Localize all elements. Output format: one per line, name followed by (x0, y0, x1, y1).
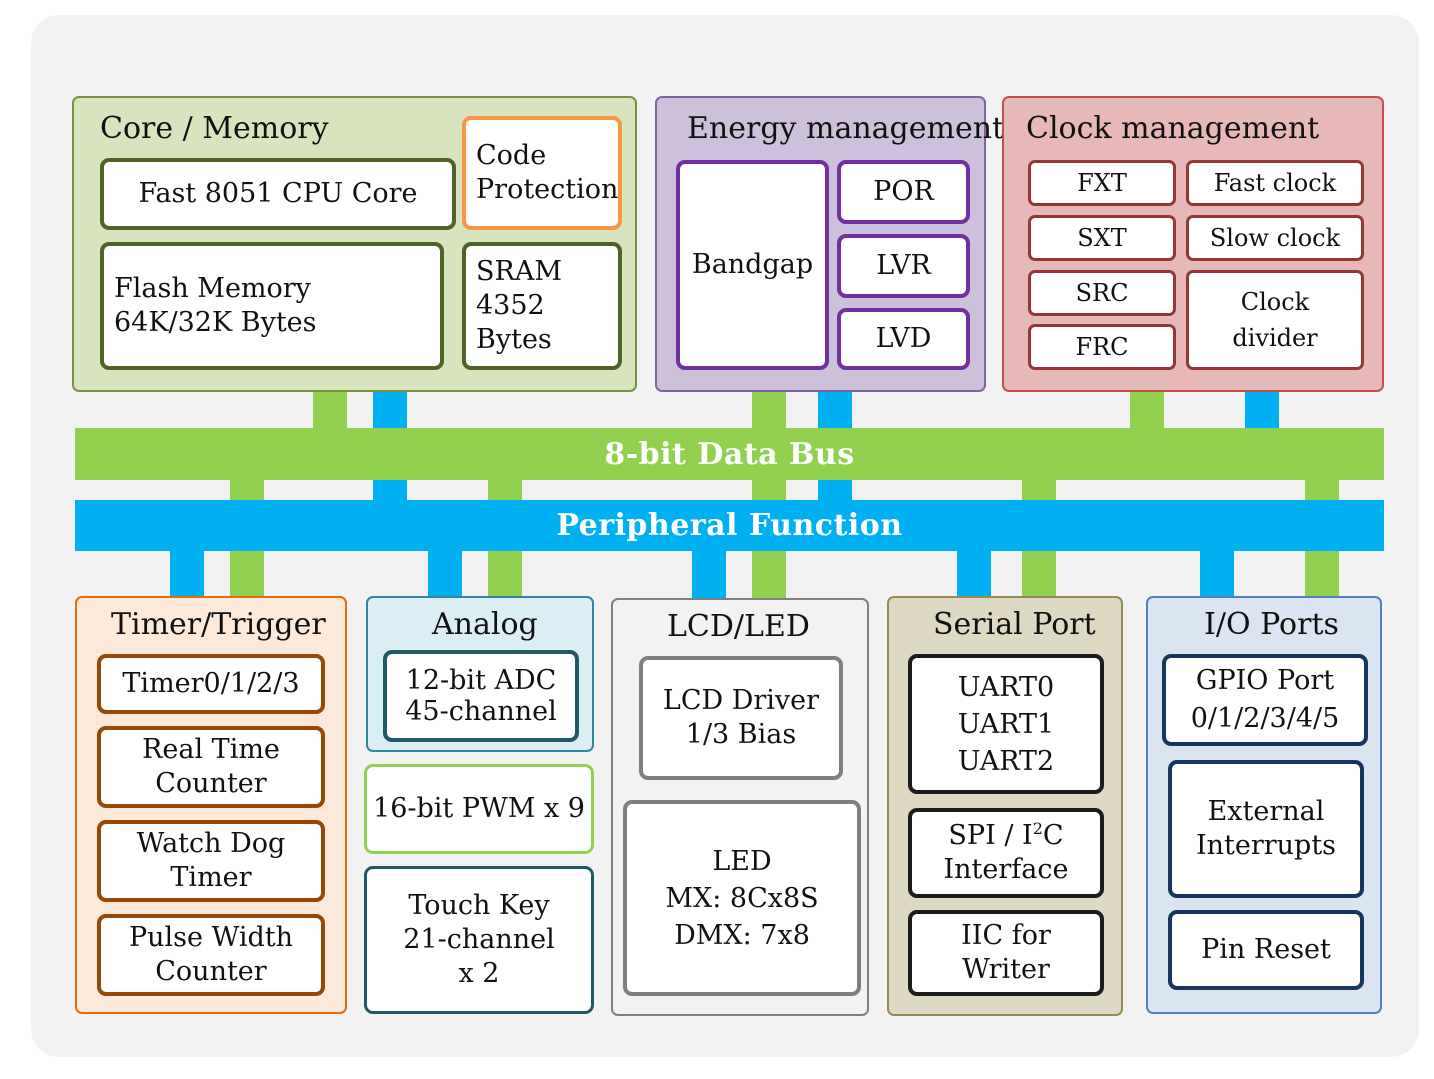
code-protection-box: Code Protection (462, 116, 622, 230)
adc-box: 12-bit ADC 45-channel (383, 650, 579, 742)
src-box: SRC (1028, 270, 1176, 316)
bandgap-box: Bandgap (676, 160, 829, 370)
timer-panel: Timer/Trigger Timer0/1/2/3 Real Time Cou… (75, 596, 347, 1014)
connector (1305, 548, 1339, 598)
data-bus: 8-bit Data Bus (75, 428, 1384, 480)
connector (1022, 478, 1056, 503)
clock-divider-box: Clock divider (1186, 270, 1364, 370)
lvd-box: LVD (837, 308, 970, 370)
connector (488, 478, 522, 503)
connector (752, 478, 786, 503)
sram-box: SRAM 4352 Bytes (462, 242, 622, 370)
connector (1200, 548, 1234, 598)
connector (1130, 390, 1164, 430)
gpio-box: GPIO Port 0/1/2/3/4/5 (1162, 654, 1368, 746)
led-box: LED MX: 8Cx8S DMX: 7x8 (623, 800, 861, 996)
iic-writer-box: IIC for Writer (908, 910, 1104, 996)
pwm-box: 16-bit PWM x 9 (364, 764, 594, 854)
panel-title: Analog (432, 607, 538, 642)
connector (957, 548, 991, 598)
energy-panel: Energy management Bandgap POR LVR LVD (655, 96, 1004, 392)
io-panel: I/O Ports GPIO Port 0/1/2/3/4/5 External… (1146, 596, 1382, 1014)
serial-panel: Serial Port UART0 UART1 UART2 SPI / I2C … (887, 596, 1123, 1016)
pin-reset-box: Pin Reset (1168, 910, 1364, 990)
frc-box: FRC (1028, 324, 1176, 370)
external-interrupts-box: External Interrupts (1168, 760, 1364, 898)
slow-clock-box: Slow clock (1186, 215, 1364, 261)
timer-box: Timer0/1/2/3 (97, 654, 325, 714)
connector (1022, 548, 1056, 598)
lcd-driver-box: LCD Driver 1/3 Bias (639, 656, 843, 780)
touch-key-box: Touch Key 21-channel x 2 (364, 866, 594, 1014)
pulse-width-box: Pulse Width Counter (97, 914, 325, 996)
cpu-core-box: Fast 8051 CPU Core (100, 158, 456, 230)
core-memory-panel: Core / Memory Fast 8051 CPU Core Code Pr… (72, 96, 637, 392)
watchdog-box: Watch Dog Timer (97, 820, 325, 902)
connector (313, 390, 347, 430)
spi-i2c-box: SPI / I2C Interface (908, 808, 1104, 898)
connector (818, 478, 852, 503)
rtc-box: Real Time Counter (97, 726, 325, 808)
panel-title: I/O Ports (1204, 607, 1339, 642)
spi-label: SPI / I2C (948, 819, 1064, 851)
connector (170, 548, 204, 598)
connector (488, 548, 522, 598)
connector (692, 548, 726, 600)
fast-clock-box: Fast clock (1186, 160, 1364, 206)
connector (373, 478, 407, 503)
panel-title: Clock management (1026, 111, 1320, 146)
panel-title: Timer/Trigger (111, 607, 326, 642)
panel-title: Energy management (687, 111, 1005, 146)
flash-memory-box: Flash Memory 64K/32K Bytes (100, 242, 444, 370)
por-box: POR (837, 160, 970, 224)
panel-title: Serial Port (933, 607, 1096, 642)
connector (1245, 390, 1279, 430)
interface-label: Interface (943, 854, 1069, 885)
connector (230, 548, 264, 598)
connector (428, 548, 462, 598)
lcd-led-panel: LCD/LED LCD Driver 1/3 Bias LED MX: 8Cx8… (611, 598, 869, 1016)
panel-title: Core / Memory (100, 111, 329, 146)
connector (752, 390, 786, 430)
sxt-box: SXT (1028, 215, 1176, 261)
peripheral-bus: Peripheral Function (75, 500, 1384, 551)
connector (752, 548, 786, 600)
connector (818, 390, 852, 430)
connector (1305, 478, 1339, 503)
fxt-box: FXT (1028, 160, 1176, 206)
connector (373, 390, 407, 430)
uart-box: UART0 UART1 UART2 (908, 654, 1104, 794)
lvr-box: LVR (837, 234, 970, 298)
clock-panel: Clock management FXT SXT SRC FRC Fast cl… (1002, 96, 1384, 392)
connector (230, 478, 264, 503)
analog-panel: Analog 12-bit ADC 45-channel (366, 596, 594, 752)
panel-title: LCD/LED (667, 609, 810, 644)
